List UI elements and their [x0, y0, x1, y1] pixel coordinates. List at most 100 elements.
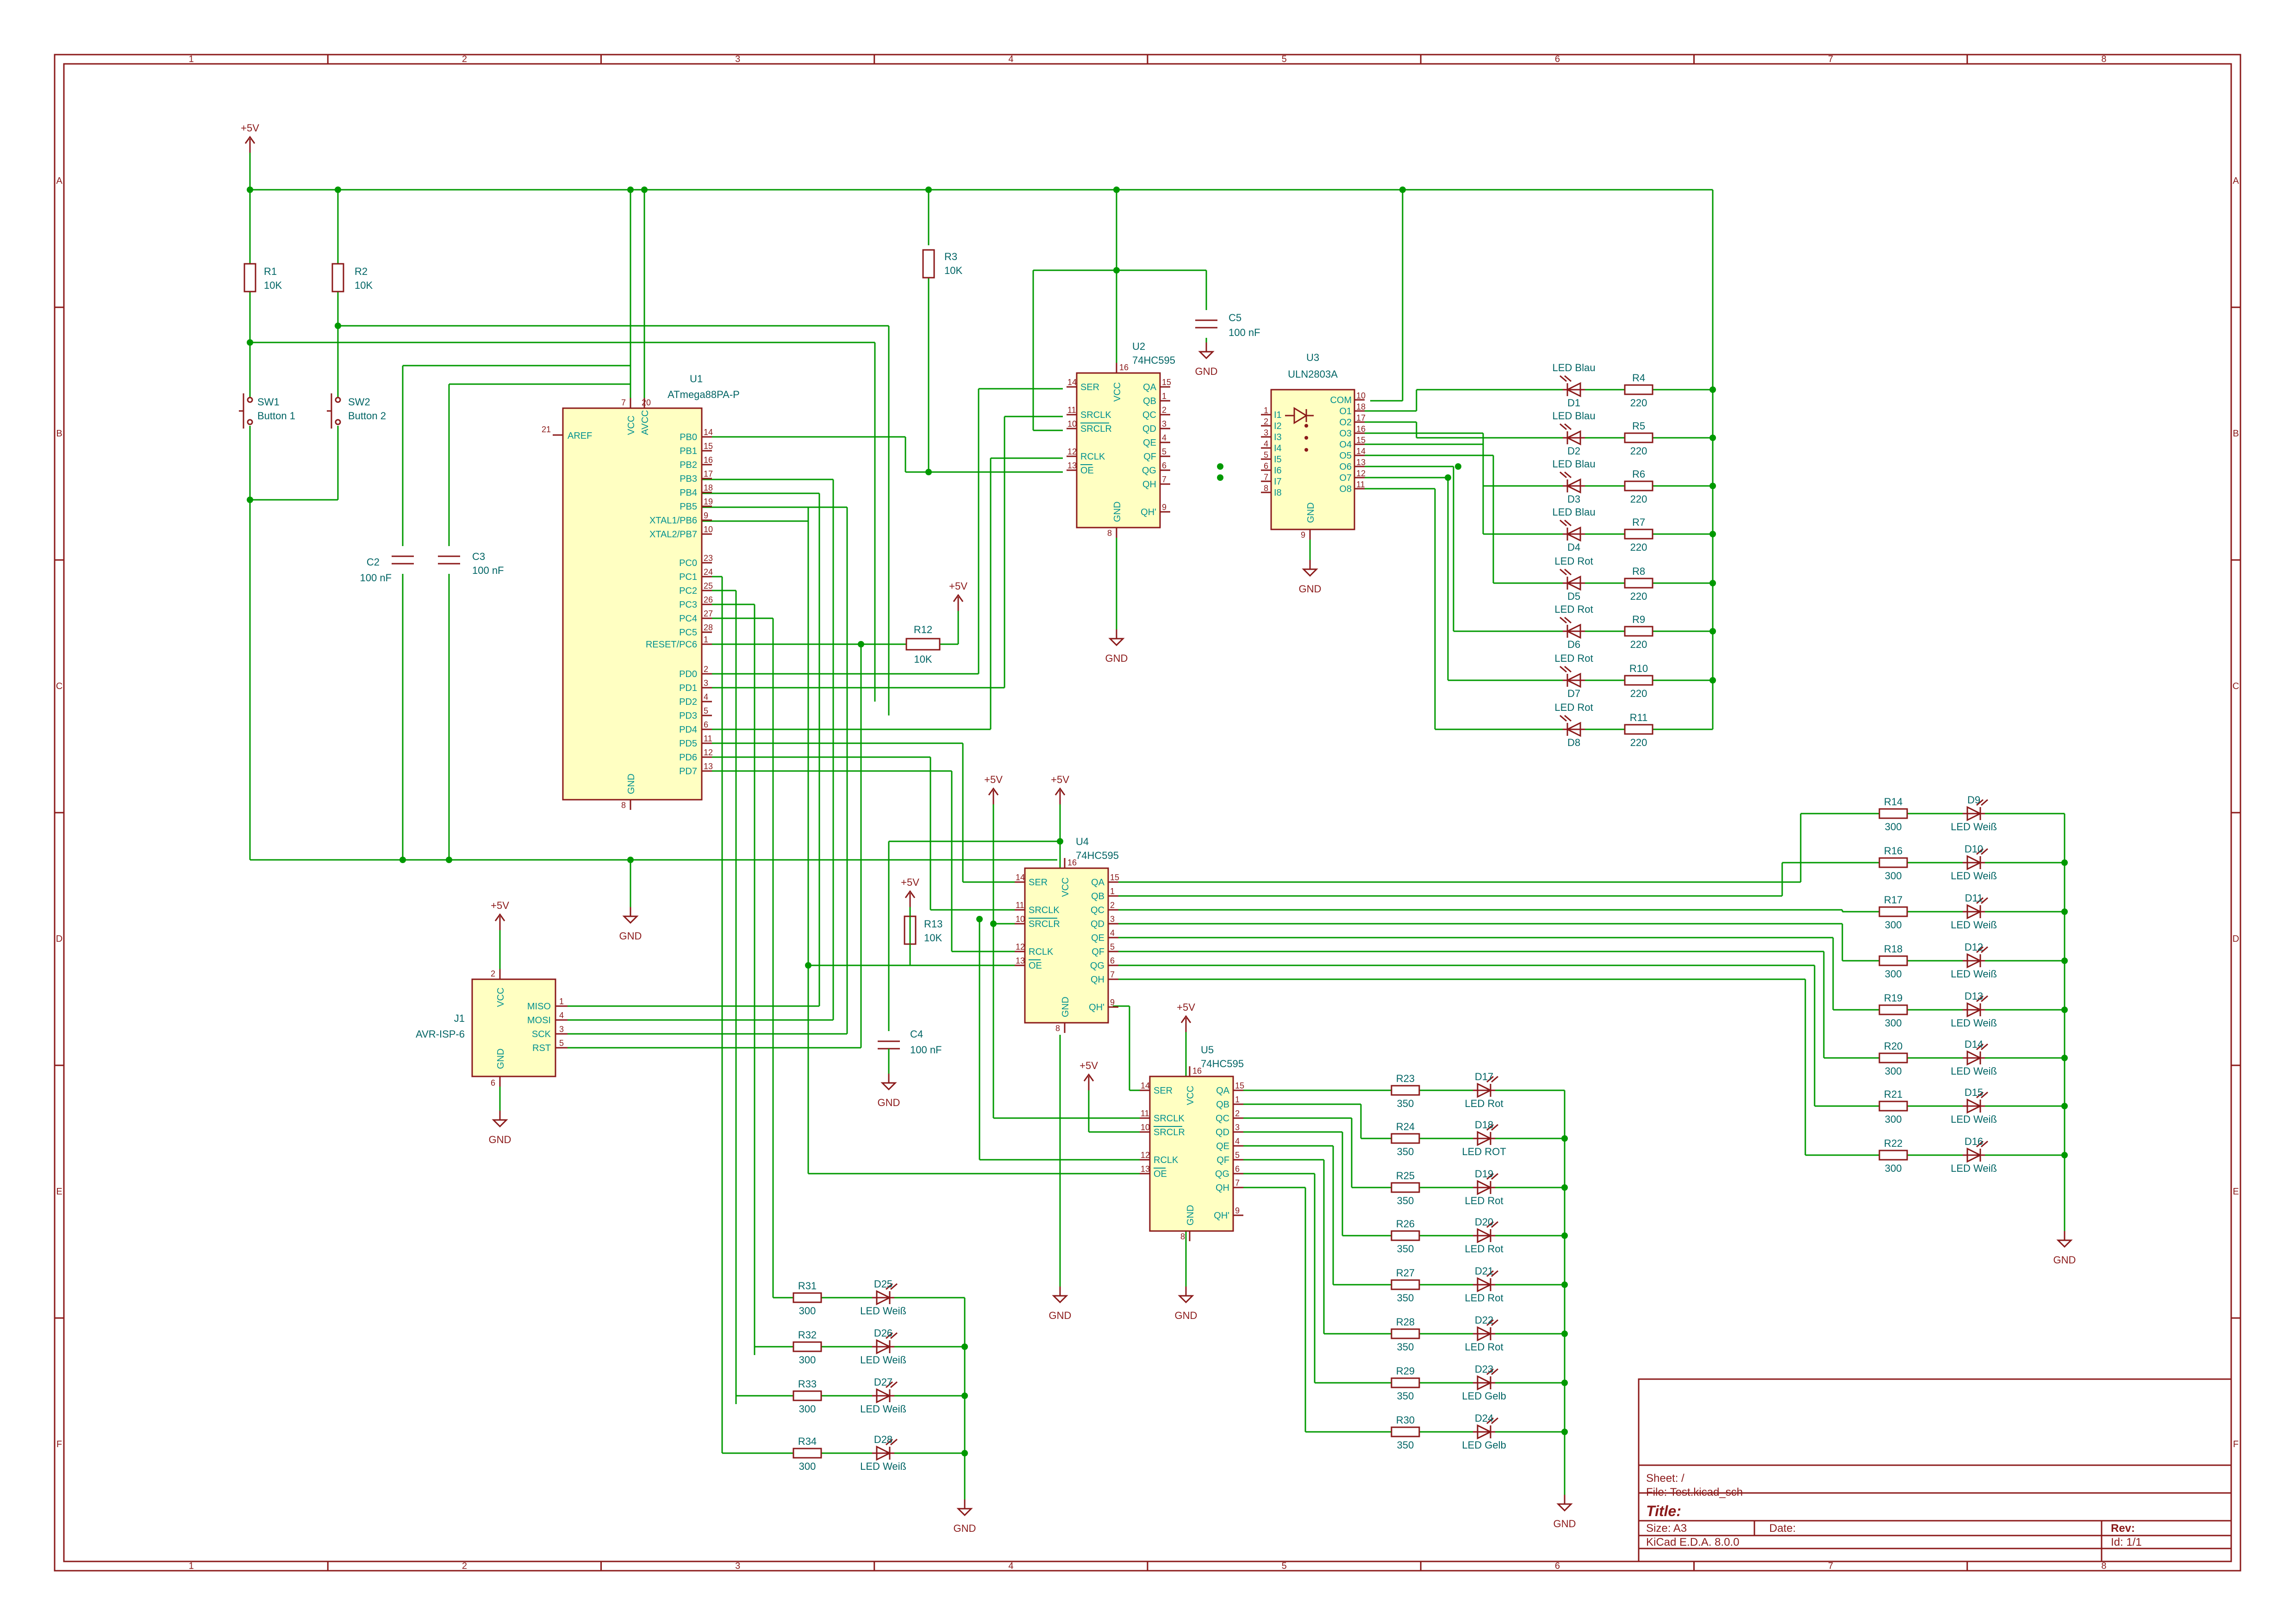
wire-junction [1455, 463, 1461, 470]
resistor-value: 300 [799, 1305, 816, 1317]
frame-col-label: 4 [1008, 1561, 1013, 1571]
hc595-pin-number: 11 [1067, 405, 1076, 415]
hc595-pin-number: 10 [1141, 1123, 1150, 1132]
hc595-pin-number: 7 [1235, 1178, 1240, 1188]
c2-ref: C2 [367, 556, 380, 568]
u1-pin-number: 4 [704, 692, 708, 702]
wire-junction [805, 962, 811, 969]
j1-isp-connector[interactable]: J1 AVR-ISP-6 2 VCC 6 GND 1MISO4MOSI3SCK5… [416, 969, 568, 1088]
c5-capacitor[interactable]: C5 100 nF [1195, 312, 1260, 338]
wire-junction [247, 187, 253, 193]
led-value: LED Weiß [1951, 821, 1997, 833]
resistor-value: 220 [1630, 493, 1647, 505]
sw2-pushbutton[interactable]: SW2 Button 2 [327, 393, 386, 429]
wire-junction [1710, 483, 1716, 489]
r13-resistor[interactable]: R13 10K [904, 907, 942, 965]
led-ref: D5 [1567, 591, 1580, 602]
power-5v-symbol: +5V [984, 774, 1003, 804]
r1-resistor[interactable]: R1 10K [243, 263, 282, 292]
u1-microcontroller[interactable]: U1 ATmega88PA-P 7 20 VCC AVCC 21 AREF 8 … [542, 373, 740, 810]
frame-row-label: D [56, 934, 62, 944]
c2-value: 100 nF [360, 572, 392, 584]
c2-capacitor[interactable]: C2 100 nF [360, 555, 414, 584]
led-value: LED Weiß [1951, 1163, 1997, 1174]
hc595-pin-name: QG [1142, 466, 1156, 476]
u3-pin-name: I5 [1274, 454, 1282, 465]
hc595-pin-number: 2 [1162, 405, 1167, 415]
r12-resistor[interactable]: R12 10K [905, 624, 941, 665]
led-ref: D21 [1475, 1265, 1493, 1277]
hc595-pin-number: 16 [1192, 1066, 1202, 1076]
r2-resistor[interactable]: R2 10K [331, 263, 373, 292]
sw1-pushbutton[interactable]: SW1 Button 1 [239, 393, 295, 429]
resistor-ref: R11 [1630, 712, 1648, 723]
led-ref: D12 [1965, 941, 1983, 953]
wire-junction [961, 1343, 968, 1350]
sw2-value: Button 2 [348, 410, 386, 422]
r3-resistor[interactable]: R3 10K [922, 249, 962, 279]
c4-capacitor[interactable]: C4 100 nF [878, 1028, 942, 1074]
c3-capacitor[interactable]: C3 100 nF [438, 551, 504, 576]
